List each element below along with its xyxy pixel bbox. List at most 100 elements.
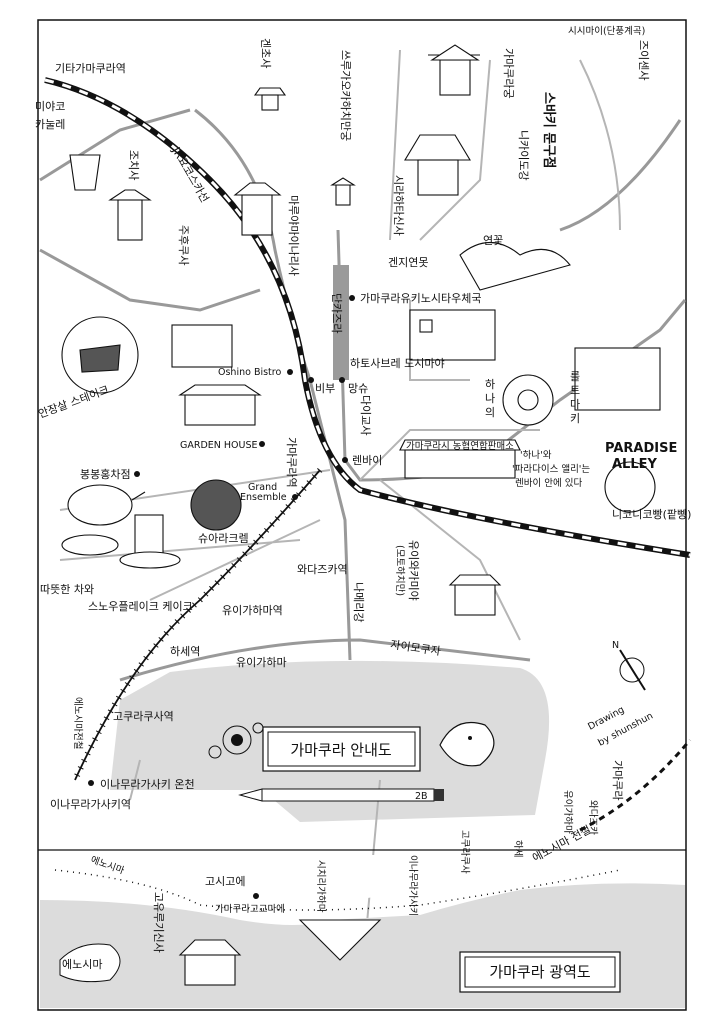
baum-label-2: 토	[570, 384, 580, 397]
nikaido-river-label: 니카이도강	[517, 130, 530, 181]
map-title-box: 가마쿠라 안내도	[262, 726, 421, 772]
station-markers	[88, 295, 355, 899]
koshigoe-label: 고시고에	[205, 875, 245, 888]
teapot-icon	[67, 484, 146, 526]
station-wadazuka: 와다즈카역	[297, 563, 348, 576]
tsurugaoka-label: 쓰루가오카하치만궁	[339, 50, 353, 141]
nikoniko-label: 니코니코빵(팥빵)	[612, 508, 691, 521]
paradise-alley-logo-1: PARADISE	[605, 441, 677, 456]
pencil-label: 2B	[415, 791, 428, 802]
map-frame	[37, 19, 687, 1011]
regional-title: 가마쿠라 광역도	[489, 963, 591, 981]
regional-shrine-label: 고유루기신사	[152, 892, 165, 953]
yuiwakamiya-label: 유이와카미야	[407, 540, 420, 601]
hana-label-2: 나	[485, 392, 495, 405]
enoden-line	[74, 469, 321, 781]
dankazura-path	[333, 265, 349, 380]
bistro-building-icon	[171, 324, 233, 368]
genji-pond-label: 겐지연못	[388, 256, 428, 269]
kamakuragu-shrine-icon	[428, 44, 480, 96]
regional-title-box: 가마쿠라 광역도	[459, 951, 621, 993]
shichirigahama-label: 시치리가하마	[315, 860, 327, 913]
map-title: 가마쿠라 안내도	[290, 741, 392, 759]
wadazuka-regional-label: 와다즈카	[587, 800, 599, 835]
oshino-bistro-label: Oshino Bistro	[218, 367, 281, 378]
baum-label-4: 키	[570, 412, 580, 425]
teacup-icon	[61, 534, 119, 556]
garden-house-label: GARDEN HOUSE	[180, 440, 258, 451]
zaimokuza-label: 자이모쿠자	[390, 638, 442, 658]
tea-shop-label: 봉봉홍차점	[80, 467, 131, 481]
jr-line	[44, 77, 691, 558]
kamakura-koko-label: 가마쿠라고교마에	[215, 904, 285, 915]
maruyama-label: 마루야마이나리사	[287, 195, 300, 276]
temple-labels: 겐초사 쓰루가오카하치만궁 시라하타신사 가마쿠라궁 시시마이(단풍계곡) 즈이…	[127, 25, 650, 953]
yuiwakamiya-shrine-icon	[448, 574, 502, 616]
shishimai-label: 시시마이(단풍계곡)	[568, 25, 645, 37]
hase-regional-label: 하세	[512, 840, 524, 857]
hatosabure-label: 하토사브레 도시마야	[350, 356, 445, 370]
lotus-label: 연꽃	[483, 234, 503, 247]
paradise-note-3: 렌바이 안에 있다	[515, 477, 582, 489]
tea-label: 따뜻한 차와	[40, 583, 94, 596]
station-yuigahama: 유이가하마역	[222, 603, 283, 617]
hana-label-3: 의	[485, 406, 495, 419]
enoden-line-label: 에노시마전철	[72, 697, 83, 749]
station-hase: 하세역	[170, 644, 200, 658]
daigyoji-label: 다이교사	[359, 395, 372, 435]
renbai-label: 렌바이	[352, 454, 382, 467]
cannele-label: 카눌레	[35, 118, 65, 131]
building-drawings	[108, 44, 661, 986]
jufuku-label: 주후쿠사	[177, 225, 190, 265]
kamakuragu-label: 가마쿠라궁	[502, 48, 515, 99]
baum-label-3: 마	[570, 398, 580, 411]
mango-label: 망슈	[348, 382, 368, 395]
station-labels: 기타가마쿠라역 와다즈카역 유이가하마역 하세역 고쿠라쿠사역 이나무라가사키역…	[50, 62, 348, 811]
market-label: 가마쿠라시 농협연합판매소	[406, 440, 514, 452]
kencho-building-icon	[253, 87, 287, 111]
station-kamakura: 가마쿠라역	[285, 437, 298, 488]
compass-icon: N	[612, 640, 646, 691]
steak-label: 안장살 스테이크	[37, 383, 111, 421]
paradise-note-1: '하나'와	[520, 449, 552, 461]
kencho-label: 겐초사	[259, 38, 272, 68]
jochi-label: 조치사	[127, 150, 140, 180]
grand-ensemble-label-2: Ensemble	[240, 492, 287, 503]
rollcake-icon	[502, 374, 554, 426]
regional-railway	[54, 869, 621, 911]
station-inamuragasaki: 이나무라가사키역	[50, 798, 131, 811]
flower-doodle	[208, 722, 264, 759]
food-drawings	[61, 154, 656, 569]
sugimoto-label: 스바키 문구점	[541, 92, 557, 168]
shop-building-icon	[574, 347, 661, 411]
grand-ensemble-label-1: Grand	[248, 482, 277, 493]
nameri-river-label: 나메리강	[352, 582, 365, 622]
maruyama-shrine-icon	[233, 182, 282, 236]
regional-shrine-icon	[178, 939, 242, 986]
inamuragasaki-onsen-label: 이나무라가사키 온천	[100, 777, 195, 791]
shuakurem-label: 슈아라크렘	[198, 532, 249, 545]
lotus-icon	[459, 242, 571, 291]
enoshima-island	[59, 943, 121, 983]
place-labels: 스바키 문구점 연꽃 겐지연못 가마쿠라유키노시타우체국 하토사브레 도시마야 …	[35, 92, 691, 971]
inamura-regional-label: 이나무라가사키	[407, 855, 418, 916]
yuigahama-regional-label: 유이가하마	[562, 790, 574, 834]
jochi-pagoda-icon	[108, 189, 152, 241]
miyako-label: 미야코	[35, 100, 65, 113]
dankazura-label: 단카즈라	[330, 293, 343, 333]
regional-land	[40, 855, 685, 910]
pencil-drawing: 2B	[238, 788, 444, 802]
steak-plate-icon	[61, 316, 139, 394]
shirahata-label: 시라하타신사	[392, 175, 406, 236]
tsurugaoka-shrine-icon	[330, 177, 356, 206]
yuigahama-label: 유이가하마	[236, 655, 287, 669]
gokuraku-regional-label: 고쿠라쿠사	[459, 830, 470, 874]
paradise-note-2: '파라다이스 앨리'는	[512, 464, 590, 475]
post-office-icon	[409, 309, 496, 361]
yukinoshita-label: 가마쿠라유키노시타우체국	[360, 292, 481, 305]
garden-house-icon	[178, 384, 262, 426]
pastry-icon	[190, 479, 242, 531]
zuisen-label: 즈이센사	[637, 40, 650, 80]
market-building-icon	[399, 439, 521, 479]
bridge-icon	[298, 919, 382, 961]
